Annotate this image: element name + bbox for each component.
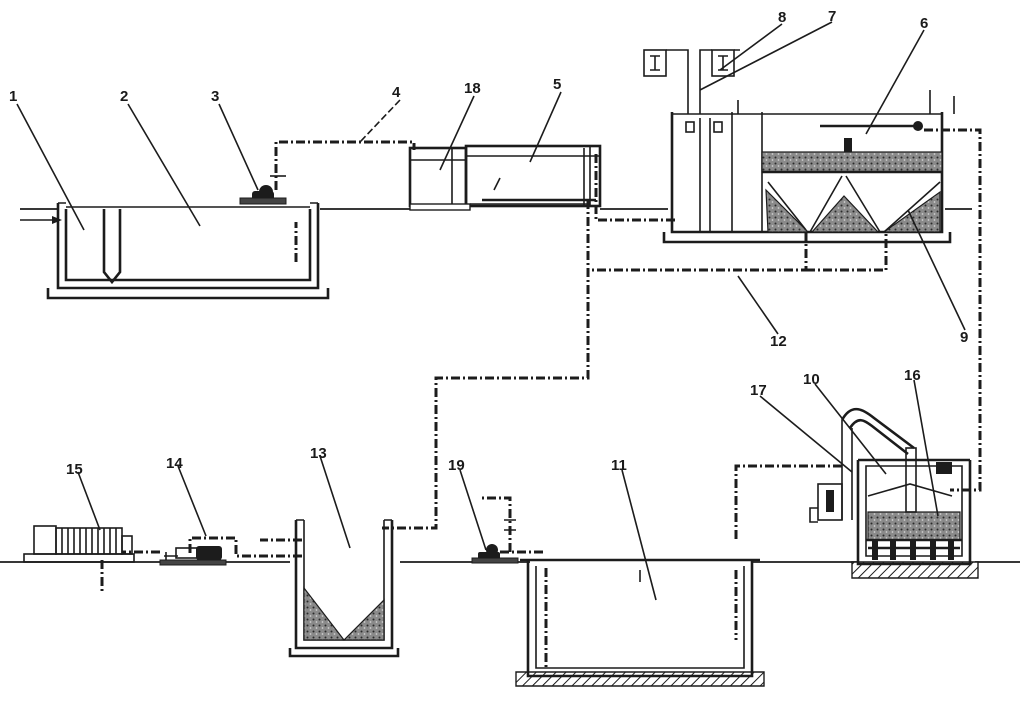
- leader-lines: [16, 21, 966, 601]
- sludge-feed-pipe: [188, 536, 302, 558]
- label-5: 5: [553, 76, 561, 93]
- label-10: 10: [803, 371, 820, 388]
- lift-pump: [239, 185, 287, 205]
- label-16: 16: [904, 367, 921, 384]
- label-19: 19: [448, 457, 465, 474]
- number-labels: 1 2 3 4 18 5 6 7 8 9 12 10 17 16 11 13 1…: [9, 8, 968, 478]
- label-14: 14: [166, 455, 183, 472]
- label-9: 9: [960, 329, 968, 346]
- transfer-pipe: [594, 154, 676, 222]
- scum-pipe: [382, 200, 590, 530]
- regulating-tank: [20, 185, 330, 300]
- return-pipe-right: [924, 128, 982, 492]
- clear-water-sump: [515, 558, 765, 687]
- dosing-units: [643, 49, 740, 114]
- sludge-pump: [122, 546, 227, 566]
- oxidation-settling-tank: [643, 49, 955, 244]
- filter-unit: [809, 407, 979, 579]
- label-11: 11: [611, 457, 627, 474]
- label-3: 3: [211, 88, 219, 105]
- sludge-return-pipe: [588, 232, 888, 272]
- label-17: 17: [750, 382, 767, 399]
- label-7: 7: [828, 8, 836, 25]
- label-2: 2: [120, 88, 128, 105]
- air-flotation-unit: [408, 144, 602, 211]
- inlet-pipe: [274, 140, 416, 190]
- label-4: 4: [392, 84, 401, 101]
- label-12: 12: [770, 333, 787, 350]
- filter-press: [23, 525, 135, 592]
- label-15: 15: [66, 461, 83, 478]
- return-pump: [471, 496, 546, 564]
- filtrate-pipe: [734, 464, 842, 540]
- label-1: 1: [9, 88, 17, 105]
- label-6: 6: [920, 15, 928, 32]
- label-13: 13: [310, 445, 327, 462]
- label-18: 18: [464, 80, 481, 97]
- sludge-thickener: [288, 519, 400, 658]
- label-8: 8: [778, 9, 786, 26]
